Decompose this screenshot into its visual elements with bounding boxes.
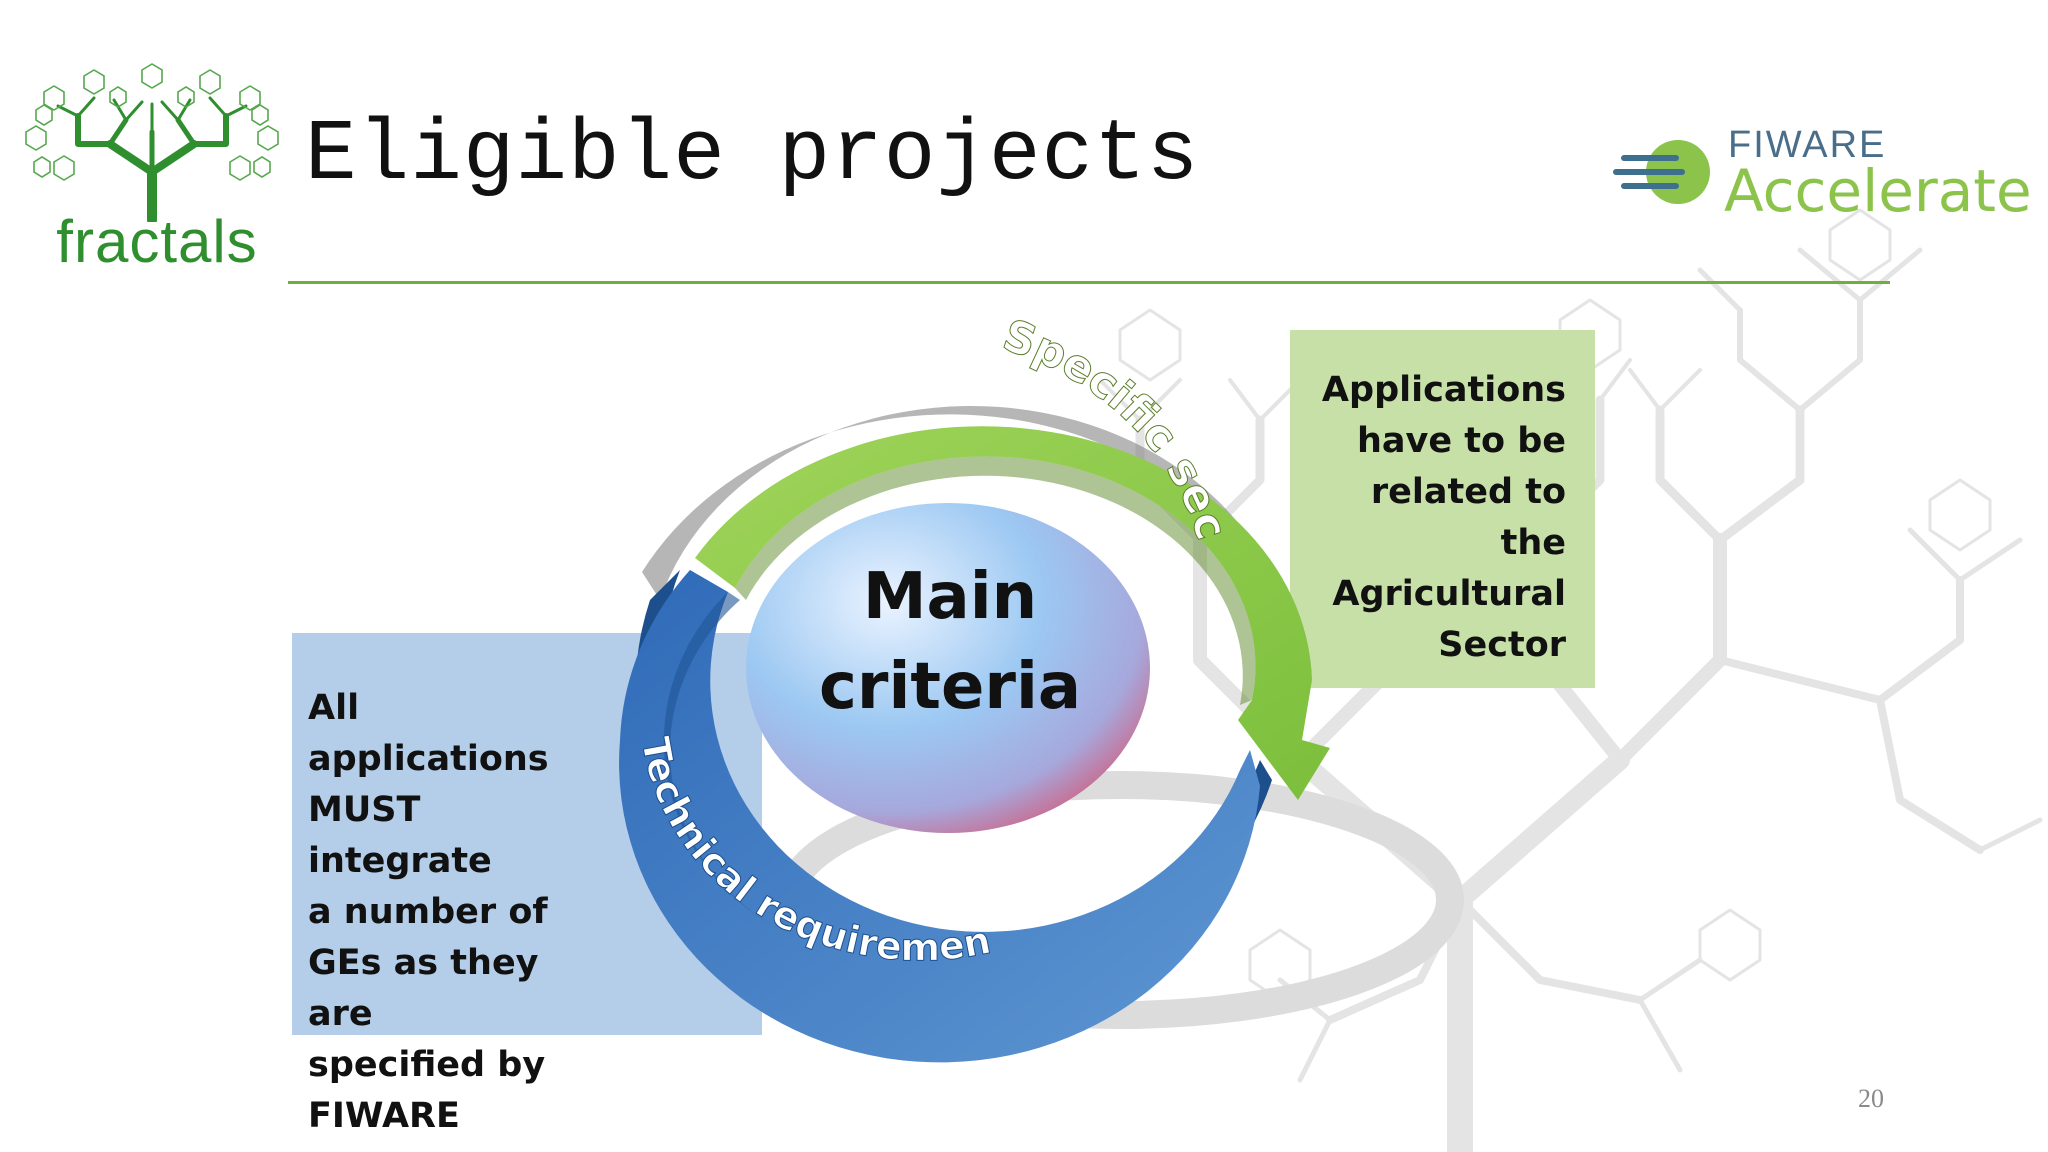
sector-info-line: related to the [1370, 472, 1566, 563]
technical-info-line: a number of [308, 892, 548, 932]
blue-arc-inner-shade [663, 592, 800, 940]
speed-lines-icon [1613, 140, 1710, 204]
sector-info-text: Applications have to be related to the A… [1300, 365, 1566, 671]
technical-info-line: FIWARE [308, 1096, 460, 1136]
technical-info-text: All applications MUST integrate a number… [308, 683, 608, 1142]
page-title: Eligible projects [305, 106, 1200, 204]
fractal-tree-icon [25, 63, 279, 225]
center-label-criteria: criteria [818, 650, 1082, 724]
fractals-logo-text: fractals [56, 208, 258, 275]
technical-info-line: All applications [308, 688, 549, 779]
criteria-cycle-diagram: Specific sector Technical requirements [560, 300, 1464, 1063]
fiware-accelerate-logo: FIWARE Accelerate [1612, 120, 2032, 230]
sector-info-line: Applications [1321, 370, 1566, 410]
technical-info-line: specified by [308, 1045, 546, 1085]
title-divider [288, 281, 1890, 284]
center-label-main: Main [862, 560, 1038, 634]
fractals-logo: fractals [14, 62, 290, 282]
main-criteria-sphere [746, 503, 1150, 833]
sector-info-box [1290, 330, 1595, 688]
sector-info-line: Agricultural [1332, 574, 1566, 614]
technical-requirements-arc [619, 570, 1260, 1063]
technical-info-line: GEs as they are [308, 943, 539, 1034]
page-number: 20 [1858, 1084, 1884, 1113]
technical-info-line: MUST integrate [308, 790, 492, 881]
sector-info-line: have to be [1356, 421, 1566, 461]
accelerate-text: Accelerate [1724, 157, 2032, 225]
sector-info-line: Sector [1438, 625, 1566, 665]
fiware-brand-text: FIWARE [1728, 124, 1887, 166]
